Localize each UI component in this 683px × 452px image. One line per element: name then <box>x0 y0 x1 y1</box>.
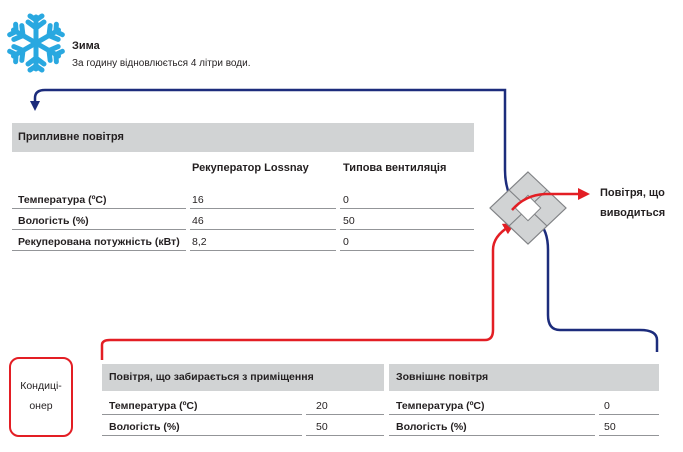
row-divider <box>389 414 595 415</box>
row-label-humidity: Вологість (%) <box>18 215 89 227</box>
row-divider <box>190 229 336 230</box>
column-header-lossnay: Рекуператор Lossnay <box>192 162 309 174</box>
row-divider <box>599 414 659 415</box>
supply-table-title: Припливне повітря <box>12 123 474 152</box>
exhaust-air-line <box>511 188 590 211</box>
room-row-label-temperature: Температура (ºC) <box>109 400 198 412</box>
season-title: Зима <box>72 40 100 52</box>
row-divider <box>306 435 384 436</box>
outdoor-cell-temperature: 0 <box>604 400 610 412</box>
row-divider <box>340 208 474 209</box>
column-header-typical: Типова вентиляція <box>343 162 447 174</box>
row-divider <box>12 229 186 230</box>
outdoor-row-label-temperature: Температура (ºC) <box>396 400 485 412</box>
cell-power-lossnay: 8,2 <box>192 236 207 248</box>
row-divider <box>389 435 595 436</box>
row-divider <box>190 250 336 251</box>
row-divider <box>190 208 336 209</box>
row-divider <box>12 208 186 209</box>
room-air-table-title: Повітря, що забирається з приміщення <box>102 364 384 391</box>
cell-humidity-lossnay: 46 <box>192 215 204 227</box>
row-divider <box>102 435 302 436</box>
row-divider <box>340 229 474 230</box>
outdoor-air-line <box>534 218 659 352</box>
cell-humidity-typical: 50 <box>343 215 355 227</box>
snowflake-icon <box>6 13 66 73</box>
room-cell-humidity: 50 <box>316 421 328 433</box>
cell-temperature-typical: 0 <box>343 194 349 206</box>
row-divider <box>102 414 302 415</box>
exhaust-air-label: Повітря, що виводиться <box>600 187 666 219</box>
row-divider <box>12 250 186 251</box>
room-cell-temperature: 20 <box>316 400 328 412</box>
outdoor-cell-humidity: 50 <box>604 421 616 433</box>
extract-air-line <box>100 222 516 360</box>
water-recovery-note: За годину відновлюється 4 літри води. <box>72 58 251 69</box>
row-divider <box>306 414 384 415</box>
row-label-temperature: Температура (ºC) <box>18 194 107 206</box>
cell-temperature-lossnay: 16 <box>192 194 204 206</box>
outdoor-row-label-humidity: Вологість (%) <box>396 421 467 433</box>
room-row-label-humidity: Вологість (%) <box>109 421 180 433</box>
row-divider <box>340 250 474 251</box>
row-label-recovered-power: Рекуперована потужність (кВт) <box>18 236 180 248</box>
row-divider <box>599 435 659 436</box>
outdoor-air-table-title: Зовнішнє повітря <box>389 364 659 391</box>
air-conditioner-box: Кондиці- онер <box>9 357 73 437</box>
cell-power-typical: 0 <box>343 236 349 248</box>
